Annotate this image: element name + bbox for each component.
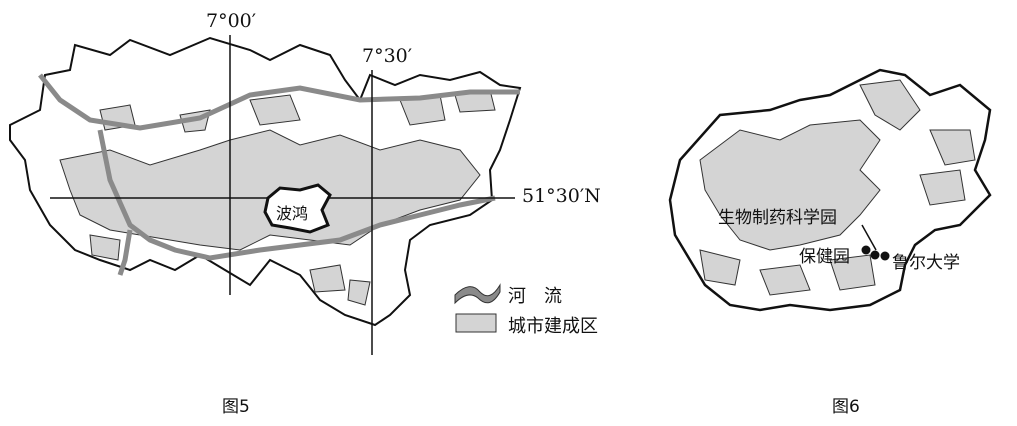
fig5-river (38, 73, 520, 131)
biopark-marker (870, 250, 880, 260)
figure5-caption: 图5 (222, 397, 250, 417)
health-park-marker (861, 245, 871, 255)
label-biopark: 生物制药科学园 (718, 208, 837, 228)
bochum-boundary (263, 183, 332, 234)
legend-river-label: 河 流 (508, 286, 562, 307)
legend-urban-icon (455, 313, 497, 333)
label-university: 鲁尔大学 (892, 253, 960, 273)
legend-urban-label: 城市建成区 (508, 316, 598, 337)
label-lat-51-30: 51°30′N (522, 185, 601, 207)
fig5-river-west (117, 229, 133, 276)
university-marker (880, 251, 890, 261)
fig6-urban-area (699, 119, 881, 251)
fig5-river-south (97, 129, 496, 261)
label-bochum: 波鸿 (276, 204, 309, 223)
label-lon-7-30: 7°30′ (362, 45, 413, 67)
fig6-urban-patch (699, 79, 976, 296)
label-health-park: 保健园 (799, 247, 850, 267)
figure6-caption: 图6 (832, 397, 860, 417)
label-lon-7-00: 7°00′ (206, 10, 257, 32)
legend-river-icon (454, 283, 501, 305)
pointer-arrow (861, 224, 877, 251)
